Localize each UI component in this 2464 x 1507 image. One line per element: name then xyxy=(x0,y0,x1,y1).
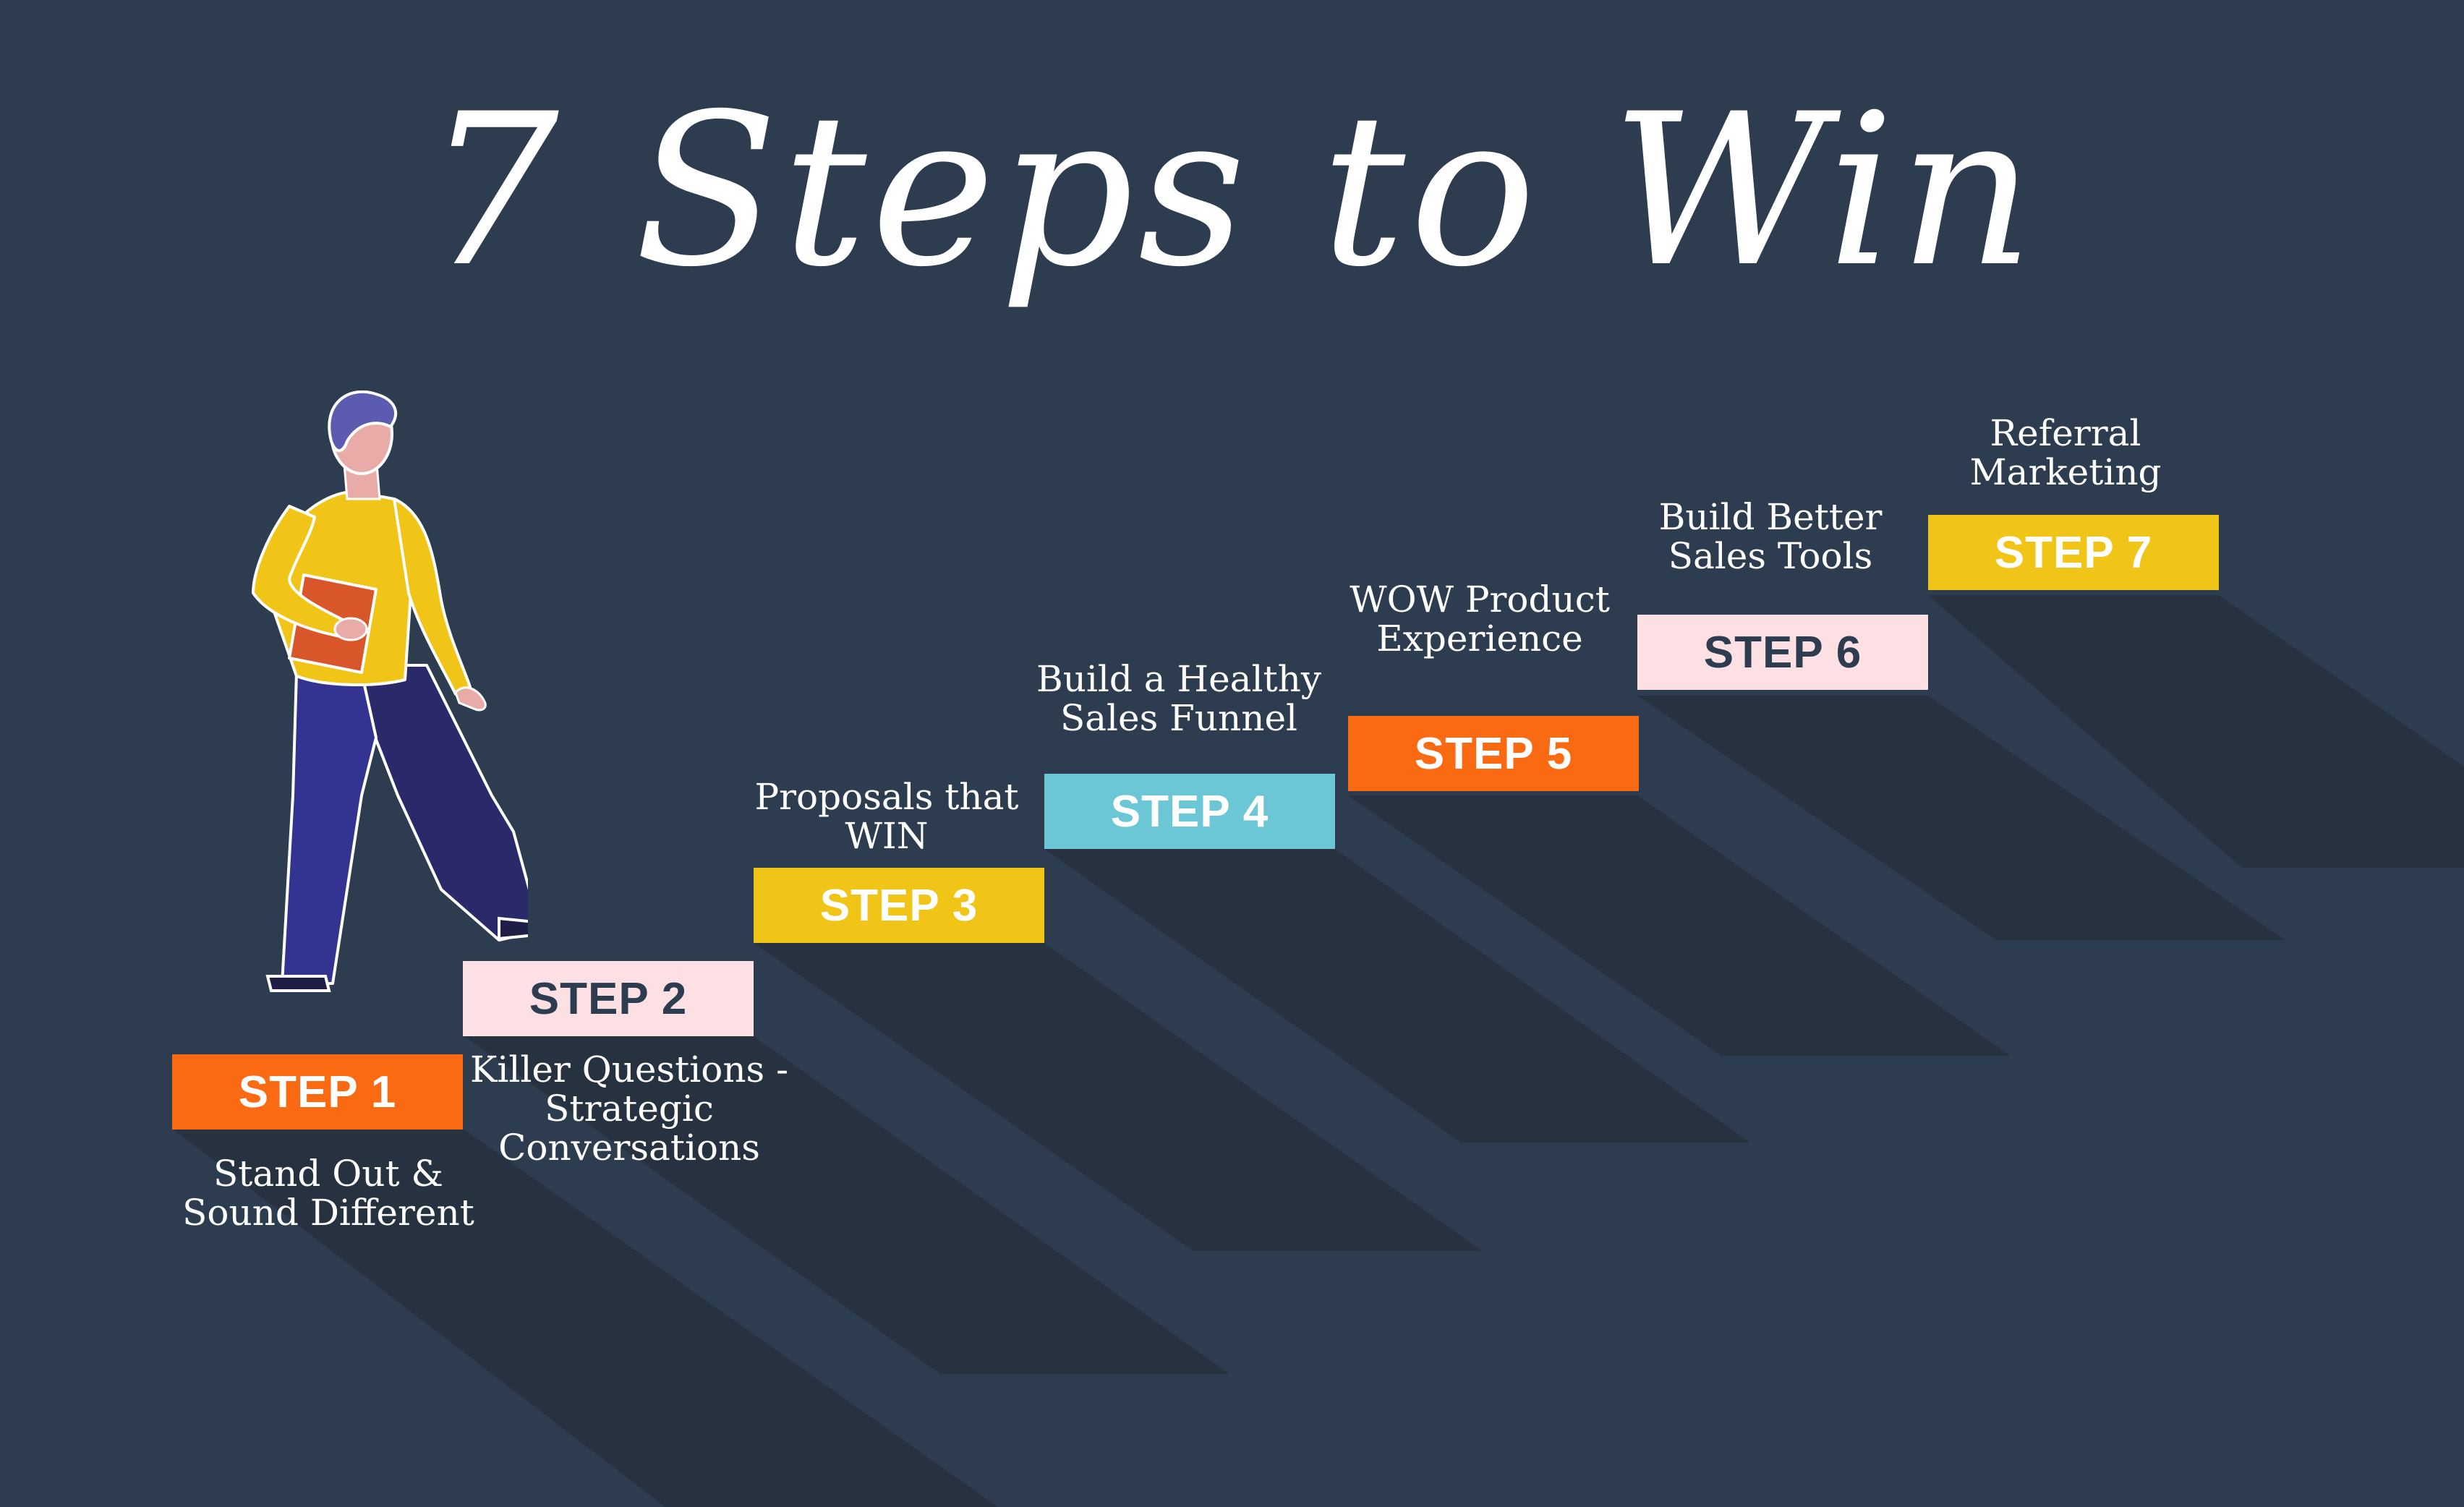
step-block-1: STEP 1 xyxy=(172,1054,463,1130)
step-block-4: STEP 4 xyxy=(1044,774,1335,849)
step-label: STEP 4 xyxy=(1110,786,1269,837)
step-2-shadow xyxy=(464,1036,1229,1374)
step-4-shadow xyxy=(1044,849,1750,1143)
step-6-shadow xyxy=(1637,696,2285,940)
step-3-shadow xyxy=(754,943,1483,1251)
page-title: 7 Steps to Win xyxy=(425,69,2039,313)
step-block-7: STEP 7 xyxy=(1928,515,2219,590)
step-label: STEP 6 xyxy=(1703,627,1862,678)
step-7-caption: Referral Marketing xyxy=(1969,412,2162,493)
step-2-caption: Killer Questions - Strategic Conversatio… xyxy=(470,1049,788,1169)
step-3-caption: Proposals that WIN xyxy=(754,776,1019,857)
step-label: STEP 1 xyxy=(238,1067,397,1117)
step-4-caption: Build a Healthy Sales Funnel xyxy=(1036,658,1322,739)
step-label: STEP 3 xyxy=(819,880,979,931)
step-5-caption: WOW Product Experience xyxy=(1350,579,1610,659)
step-7-shadow xyxy=(1928,595,2464,868)
walking-person-illustration xyxy=(252,390,528,992)
step-1-shadow xyxy=(174,1130,998,1507)
step-5-shadow xyxy=(1348,795,2011,1056)
step-block-5: STEP 5 xyxy=(1348,716,1639,791)
step-block-3: STEP 3 xyxy=(754,868,1044,943)
step-block-6: STEP 6 xyxy=(1637,615,1928,690)
step-label: STEP 5 xyxy=(1414,728,1573,779)
step-1-caption: Stand Out & Sound Different xyxy=(182,1153,474,1234)
step-label: STEP 7 xyxy=(1994,527,2153,578)
step-label: STEP 2 xyxy=(529,973,688,1024)
step-6-caption: Build Better Sales Tools xyxy=(1658,496,1883,577)
